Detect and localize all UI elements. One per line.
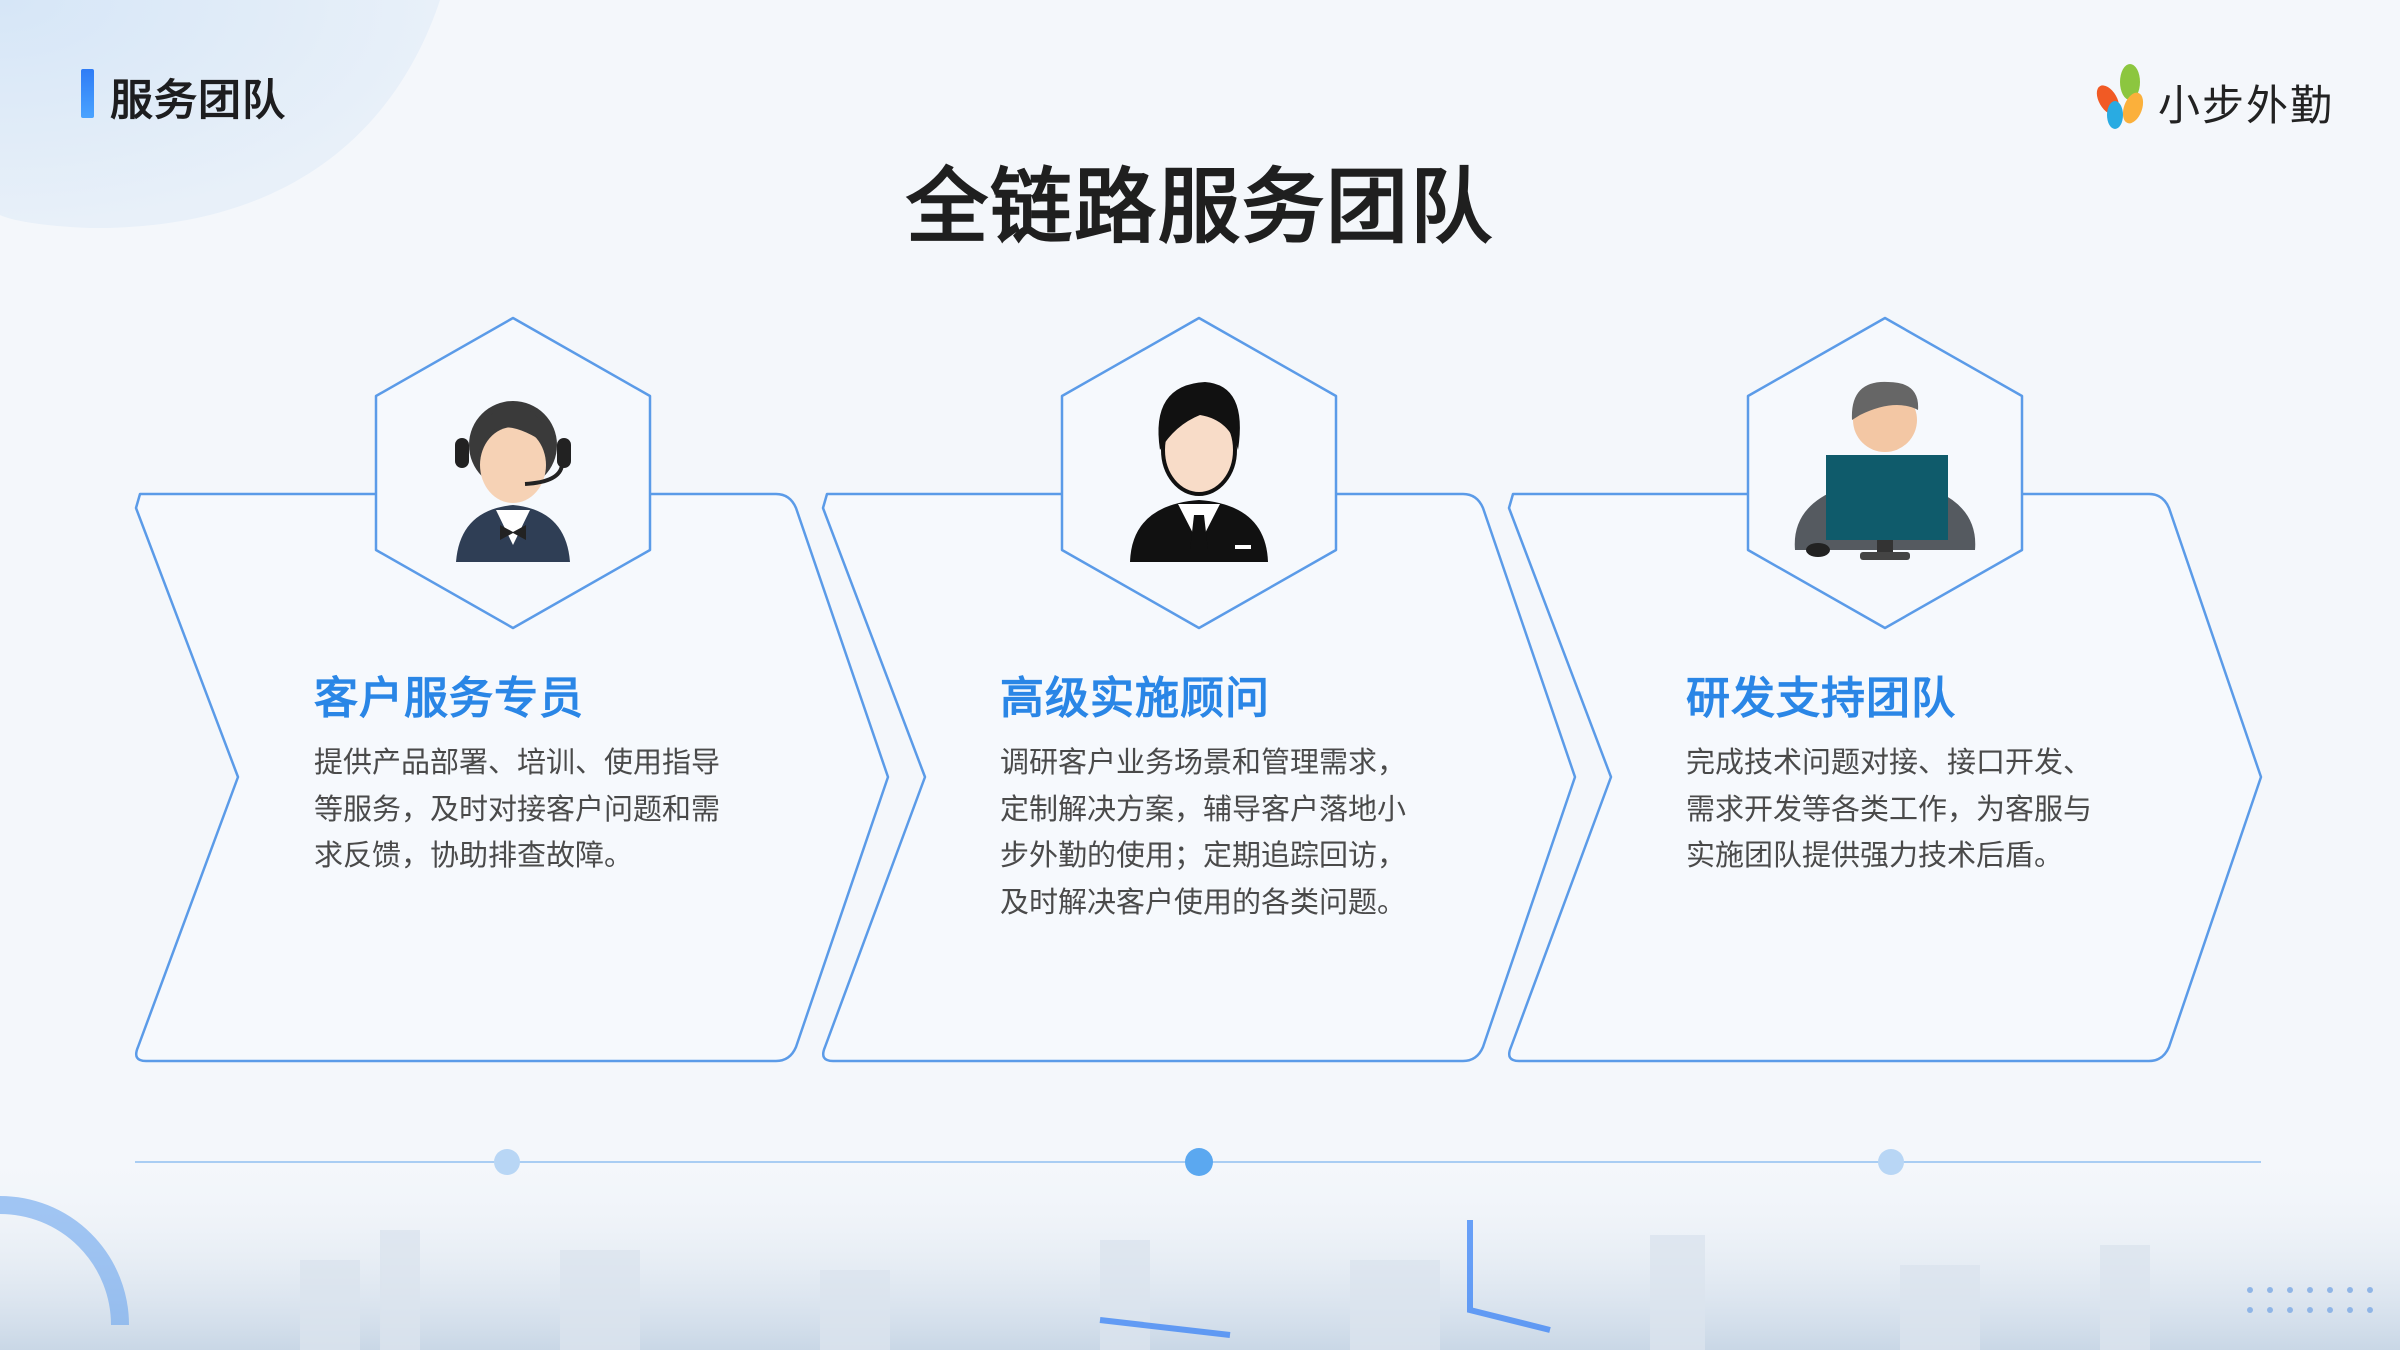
timeline-dot-2 <box>1185 1148 1213 1176</box>
card-3-shape <box>1507 492 2263 1063</box>
card-3-title: 研发支持团队 <box>1686 673 1956 724</box>
card-2-title: 高级实施顾问 <box>1000 673 1270 724</box>
text-line: 步外勤的使用；定期追踪回访， <box>1000 838 1407 872</box>
card-2-shape <box>821 492 1577 1063</box>
corner-decoration <box>0 0 440 229</box>
text-line: 求反馈，协助排查故障。 <box>314 838 634 872</box>
section-title-accent <box>81 69 94 118</box>
text-line: 调研客户业务场景和管理需求， <box>1000 745 1407 779</box>
customer-service-agent-icon <box>455 401 571 562</box>
text-line: 及时解决客户使用的各类问题。 <box>1000 884 1407 919</box>
logo-icon <box>2096 64 2144 129</box>
card-1-description: 提供产品部署、培训、使用指导 等服务，及时对接客户问题和需 求反馈，协助排查故障… <box>314 739 774 879</box>
timeline-dot-1 <box>494 1149 520 1175</box>
consultant-icon <box>1130 382 1268 562</box>
card-3-description: 完成技术问题对接、接口开发、 需求开发等各类工作，为客服与 实施团队提供强力技术… <box>1686 739 2146 879</box>
card-2-description: 调研客户业务场景和管理需求， 定制解决方案，辅导客户落地小 步外勤的使用；定期追… <box>1000 739 1460 925</box>
timeline-dot-3 <box>1878 1149 1904 1175</box>
logo-text: 小步外勤 <box>2158 81 2335 130</box>
text-line: 提供产品部署、培训、使用指导 <box>314 745 721 779</box>
text-line: 完成技术问题对接、接口开发、 <box>1686 745 2093 779</box>
text-line: 等服务，及时对接客户问题和需 <box>314 791 721 826</box>
section-title: 服务团队 <box>110 76 286 126</box>
page-title: 全链路服务团队 <box>905 160 1494 255</box>
card-1-title: 客户服务专员 <box>314 673 584 724</box>
text-line: 需求开发等各类工作，为客服与 <box>1686 791 2093 826</box>
text-line: 定制解决方案，辅导客户落地小 <box>1000 791 1407 826</box>
developer-icon <box>1794 381 1976 560</box>
text-line: 实施团队提供强力技术后盾。 <box>1686 838 2064 872</box>
card-1-shape <box>134 492 890 1063</box>
